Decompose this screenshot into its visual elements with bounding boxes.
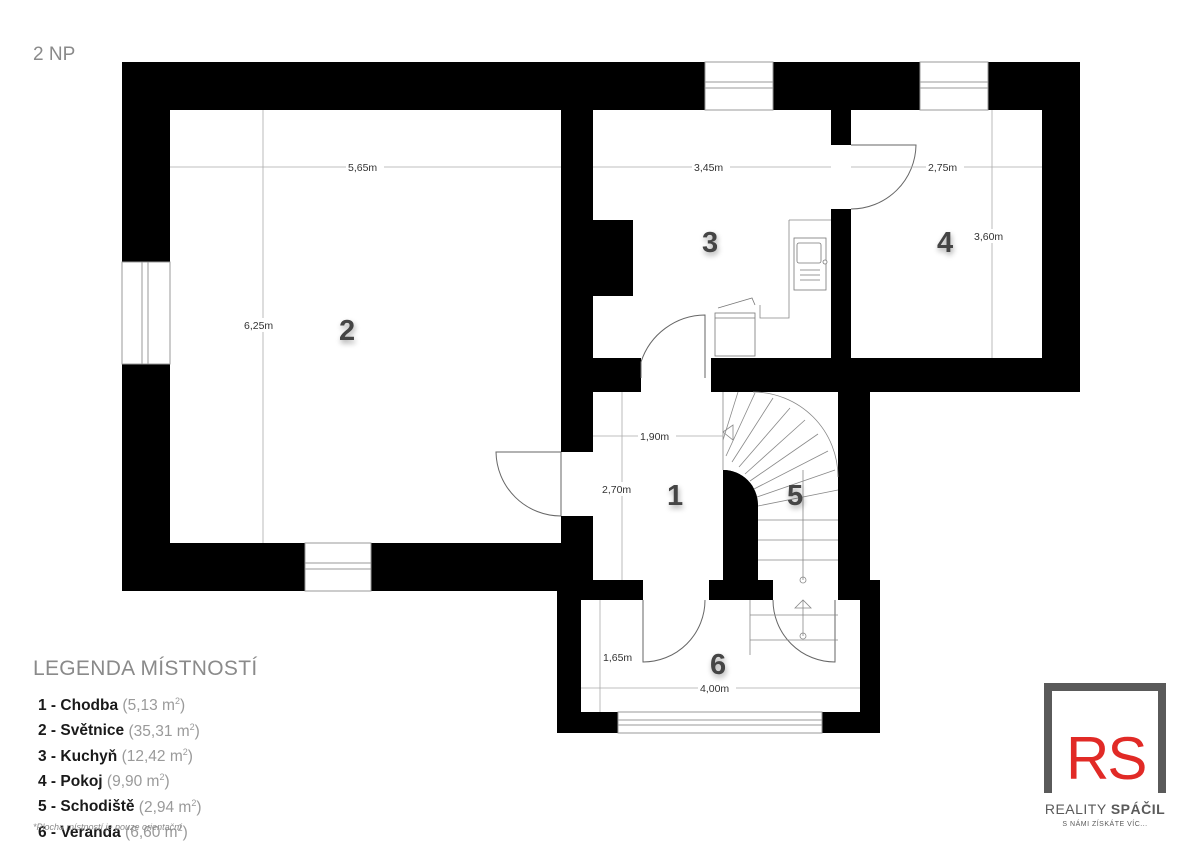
floor-label: 2 NP (33, 44, 76, 65)
window-room2-south (304, 542, 372, 592)
kitchen-counter (759, 219, 831, 319)
logo-tagline: S NÁMI ZÍSKÁTE VÍC... (1062, 821, 1148, 828)
wall-veranda-right (860, 590, 880, 733)
dim-room6-width: 4,00m (700, 683, 729, 695)
dim-room4-height: 3,60m (974, 231, 1003, 243)
door-opening-room2 (561, 452, 593, 516)
window-room4 (919, 61, 989, 111)
stair-inner-wall-2 (723, 470, 758, 580)
room-number-1: 1 (667, 480, 683, 512)
dim-room3-width: 3,45m (694, 162, 723, 174)
room-numbers: 1 2 3 4 5 6 (339, 227, 953, 681)
door-swing-room4 (850, 144, 917, 210)
door-swing-veranda (642, 599, 706, 663)
legend-item: 1 - Chodba (5,13 m2) (38, 696, 186, 715)
chimney (593, 220, 633, 296)
dim-room6-height: 1,65m (603, 652, 632, 664)
legend-item: 5 - Schodiště (2,94 m2) (38, 797, 202, 816)
stove (714, 297, 756, 357)
door-swing-room3 (640, 314, 706, 378)
door-opening-room3 (641, 358, 711, 392)
legend-item: 6 - Veranda (6,60 m2) (38, 822, 188, 841)
door-opening-room4 (831, 145, 851, 209)
door-opening-stair (773, 580, 838, 600)
room-number-3: 3 (702, 227, 718, 259)
wall-bottom-room3-room4 (561, 358, 1080, 392)
company-logo: RS (1044, 683, 1166, 793)
window-veranda (617, 711, 823, 734)
door-swing-stair (772, 599, 836, 663)
door-opening-veranda (643, 580, 709, 600)
doors (495, 144, 917, 663)
logo-monogram: RS (1066, 725, 1147, 792)
legend-list: 1 - Chodba (5,13 m2) 2 - Světnice (35,31… (38, 691, 202, 843)
dimension-labels: 5,65m 6,25m 3,45m 2,75m 3,60m 1,90m 2,70… (242, 160, 1010, 695)
legend-item: 2 - Světnice (35,31 m2) (38, 721, 200, 740)
wall-right (1042, 62, 1080, 392)
window-room2-west (121, 261, 171, 365)
room-number-4: 4 (937, 227, 953, 259)
door-swing-room2 (495, 451, 562, 517)
room-number-5: 5 (787, 480, 803, 512)
legend-title: LEGENDA MÍSTNOSTÍ (33, 657, 258, 680)
dim-room2-height: 6,25m (244, 320, 273, 332)
dim-room2-width: 5,65m (348, 162, 377, 174)
logo-company-name: REALITY SPÁČIL (1044, 801, 1166, 817)
legend-footnote: *Plocha místností je pouze orientační (33, 822, 182, 832)
room-number-2: 2 (339, 315, 355, 347)
wall-stair-east (838, 392, 870, 590)
dim-room1-width: 1,90m (640, 431, 669, 443)
sink (793, 237, 828, 291)
dim-room1-height: 2,70m (602, 484, 631, 496)
legend-item: 4 - Pokoj (9,90 m2) (38, 772, 170, 791)
dim-room4-width: 2,75m (928, 162, 957, 174)
spiral-stair (722, 391, 839, 655)
stair-floor (723, 392, 838, 580)
windows (121, 61, 989, 734)
window-room3 (704, 61, 774, 111)
wall-veranda-left (557, 580, 581, 733)
legend-item: 3 - Kuchyň (12,42 m2) (38, 746, 193, 765)
room-number-6: 6 (710, 649, 726, 681)
wall-room3-room4 (831, 62, 851, 358)
